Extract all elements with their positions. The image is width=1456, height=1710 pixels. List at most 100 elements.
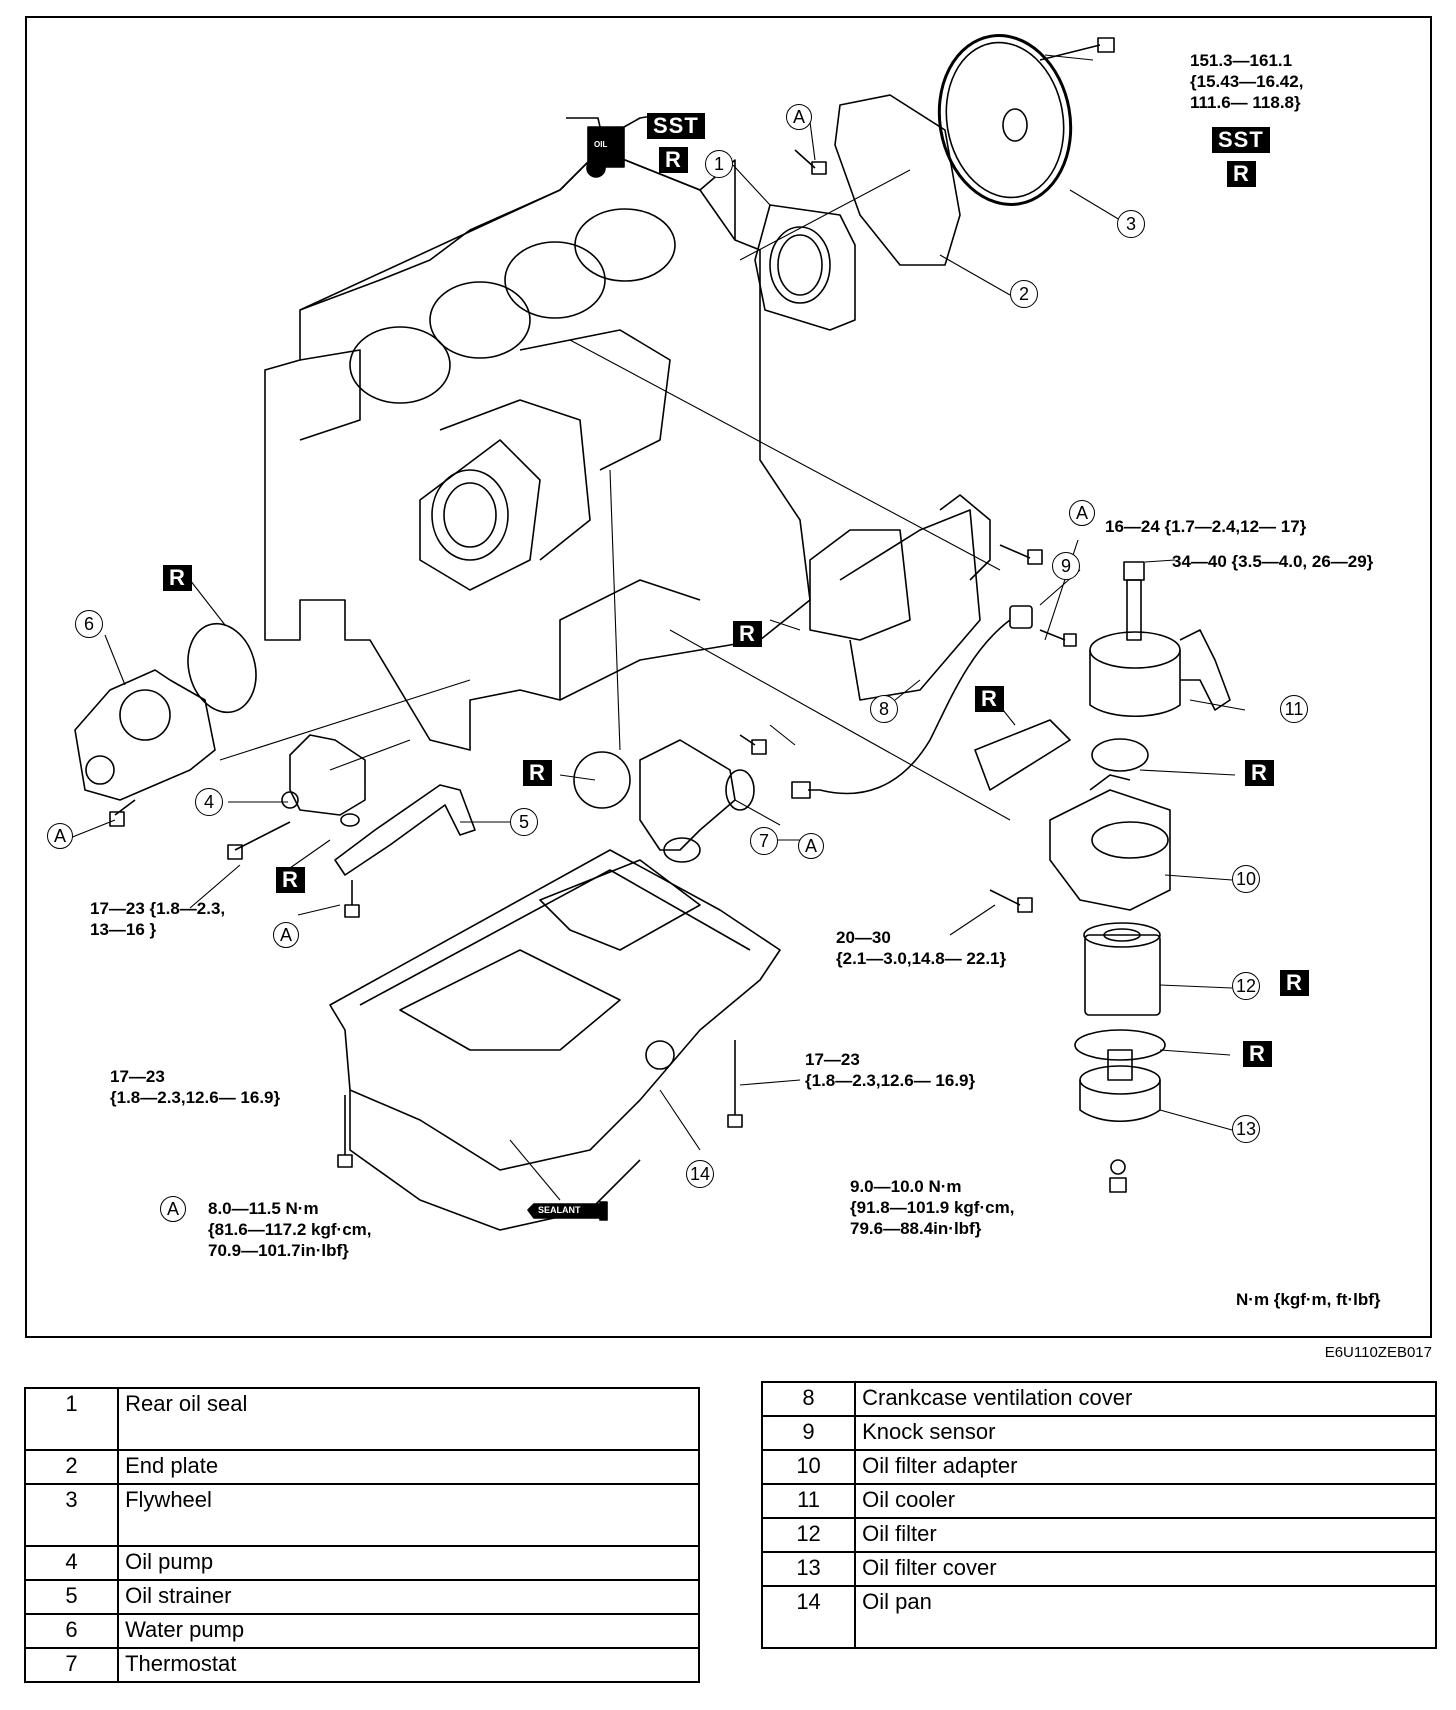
marker-a: A bbox=[786, 104, 812, 130]
torque-a-legend: 8.0—11.5 N·m {81.6—117.2 kgf·cm, 70.9—10… bbox=[208, 1199, 372, 1260]
thermostat bbox=[573, 739, 755, 863]
water-pump-gasket bbox=[187, 622, 257, 714]
end-plate bbox=[834, 94, 961, 266]
exploded-view-drawing bbox=[64, 34, 1246, 1231]
flywheel bbox=[937, 34, 1115, 206]
oil-filter-adapter bbox=[1049, 774, 1171, 911]
knock-sensor bbox=[791, 605, 1033, 799]
torque-oil-strainer: 17—23 {1.8—2.3, 13—16 } bbox=[90, 899, 226, 939]
bolt-knock-sensor bbox=[1039, 629, 1077, 647]
part-number: 13 bbox=[760, 1551, 857, 1587]
bolt-end-plate bbox=[794, 149, 827, 175]
part-name: Oil filter bbox=[854, 1517, 1437, 1553]
r-badge: R bbox=[523, 760, 552, 786]
bolt-oil-pump bbox=[227, 821, 291, 860]
r-badge: R bbox=[276, 867, 305, 893]
part-name: Oil cooler bbox=[854, 1483, 1437, 1519]
part-name: Oil strainer bbox=[117, 1579, 700, 1615]
r-badge: R bbox=[975, 686, 1004, 712]
cover-gasket bbox=[974, 719, 1071, 791]
bolt-pan-right bbox=[727, 1040, 743, 1128]
part-number: 7 bbox=[23, 1647, 120, 1683]
marker-a: A bbox=[1069, 500, 1095, 526]
part-name: End plate bbox=[117, 1449, 700, 1485]
callout-10: 10 bbox=[1232, 865, 1260, 893]
part-number: 12 bbox=[760, 1517, 857, 1553]
oil-cooler bbox=[1089, 561, 1231, 718]
drain-plug bbox=[1109, 1159, 1127, 1193]
torque-flywheel: 151.3—161.1 {15.43—16.42, 111.6— 118.8} bbox=[1190, 51, 1304, 112]
part-number: 11 bbox=[760, 1483, 857, 1519]
oil-filter-cover bbox=[1074, 1029, 1166, 1123]
legend-marker-a: A bbox=[160, 1196, 186, 1222]
torque-knock-sensor: 16—24 {1.7—2.4,12— 17} bbox=[1105, 517, 1307, 536]
part-name: Crankcase ventilation cover bbox=[854, 1381, 1437, 1417]
part-name: Oil filter cover bbox=[854, 1551, 1437, 1587]
callout-12: 12 bbox=[1232, 972, 1260, 1000]
part-name: Knock sensor bbox=[854, 1415, 1437, 1451]
part-number: 9 bbox=[760, 1415, 857, 1451]
part-number: 14 bbox=[760, 1585, 857, 1649]
oil-filter bbox=[1083, 922, 1161, 1016]
oil-can-icon bbox=[566, 115, 653, 178]
r-badge: R bbox=[1280, 970, 1309, 996]
part-name: Thermostat bbox=[117, 1647, 700, 1683]
part-name: Oil filter adapter bbox=[854, 1449, 1437, 1485]
callout-11: 11 bbox=[1280, 695, 1308, 723]
part-name: Rear oil seal bbox=[117, 1387, 700, 1451]
marker-a: A bbox=[47, 823, 73, 849]
torque-drain-plug: 9.0—10.0 N·m {91.8—101.9 kgf·cm, 79.6—88… bbox=[850, 1177, 1015, 1238]
part-name: Flywheel bbox=[117, 1483, 700, 1547]
r-badge: R bbox=[659, 147, 688, 173]
sst-badge: SST bbox=[647, 113, 705, 139]
cooler-seal bbox=[1091, 738, 1149, 772]
part-number: 10 bbox=[760, 1449, 857, 1485]
torque-pan-left: 17—23 {1.8—2.3,12.6— 16.9} bbox=[110, 1067, 281, 1107]
callout-1: 1 bbox=[705, 150, 733, 178]
part-number: 8 bbox=[760, 1381, 857, 1417]
sst-badge: SST bbox=[1212, 127, 1270, 153]
part-number: 6 bbox=[23, 1613, 120, 1649]
r-badge: R bbox=[733, 621, 762, 647]
crankcase-ventilation-cover bbox=[809, 494, 991, 701]
callout-5: 5 bbox=[510, 808, 538, 836]
part-number: 1 bbox=[23, 1387, 120, 1451]
callout-13: 13 bbox=[1232, 1115, 1260, 1143]
rear-oil-seal bbox=[754, 204, 856, 331]
marker-a: A bbox=[798, 833, 824, 859]
bolt-cover bbox=[999, 544, 1043, 565]
water-pump bbox=[74, 669, 216, 801]
callout-2: 2 bbox=[1010, 280, 1038, 308]
r-badge: R bbox=[1245, 760, 1274, 786]
r-badge: R bbox=[163, 565, 192, 591]
sealant-label: SEALANT bbox=[538, 1205, 581, 1215]
part-number: 5 bbox=[23, 1579, 120, 1615]
bolt-water-pump bbox=[109, 799, 136, 827]
part-number: 3 bbox=[23, 1483, 120, 1547]
cylinder-block bbox=[264, 149, 811, 751]
part-number: 2 bbox=[23, 1449, 120, 1485]
marker-a: A bbox=[273, 922, 299, 948]
bolt-strainer bbox=[344, 880, 360, 918]
callout-4: 4 bbox=[195, 788, 223, 816]
torque-oil-cooler: 34—40 {3.5—4.0, 26—29} bbox=[1172, 552, 1374, 571]
callout-14: 14 bbox=[686, 1160, 714, 1188]
torque-units: N·m {kgf·m, ft·lbf} bbox=[1236, 1290, 1381, 1309]
callout-3: 3 bbox=[1117, 210, 1145, 238]
oil-strainer bbox=[334, 784, 476, 876]
part-name: Oil pump bbox=[117, 1545, 700, 1581]
oil-pump bbox=[281, 734, 366, 816]
callout-9: 9 bbox=[1052, 552, 1080, 580]
